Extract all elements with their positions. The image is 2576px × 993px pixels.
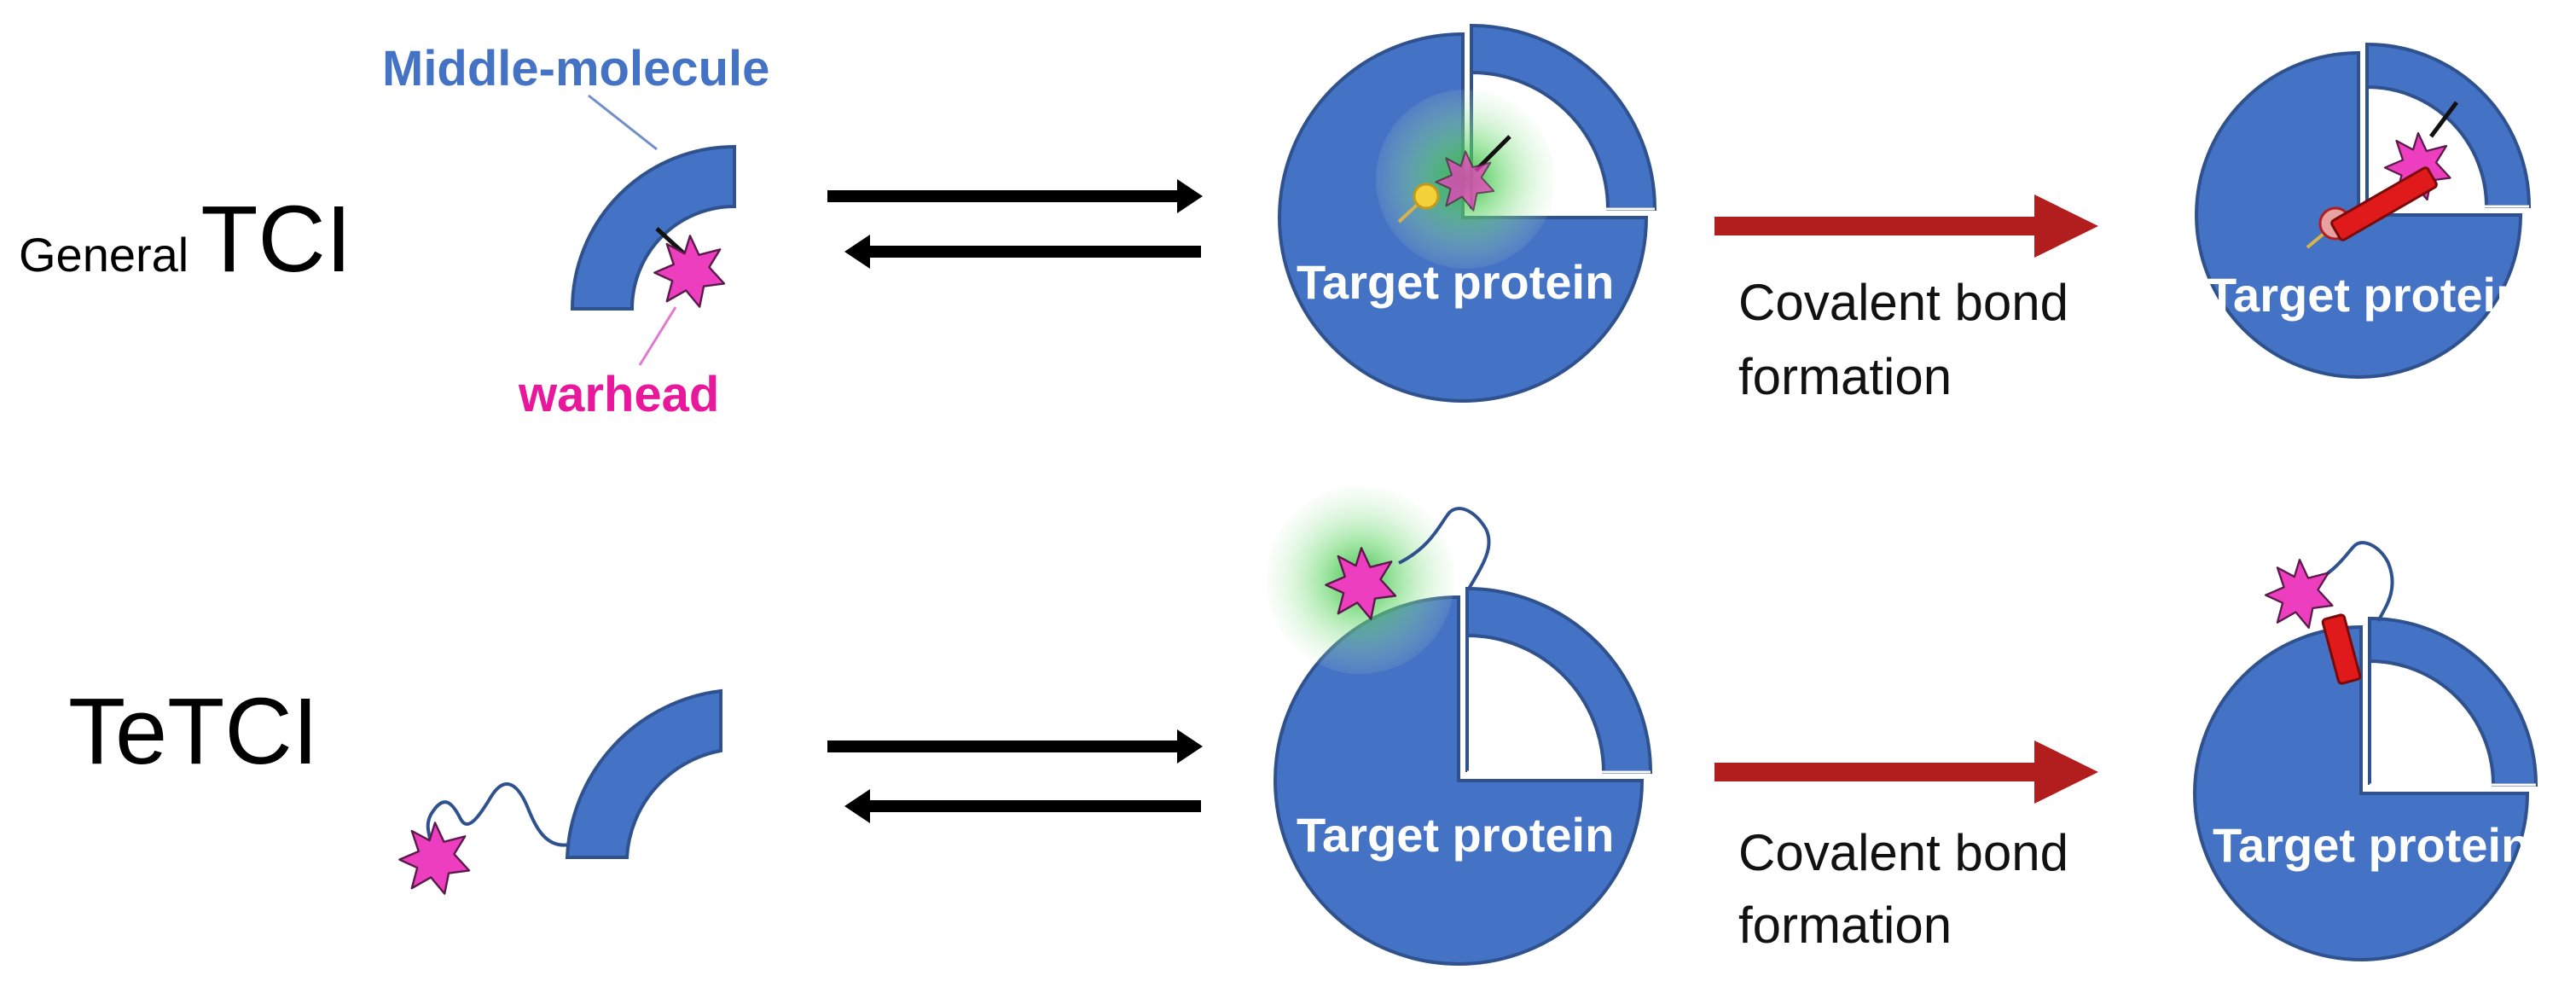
warhead-star-icon	[398, 822, 471, 895]
target-protein-label: Target protein	[1297, 255, 1614, 309]
target-protein-body	[1278, 32, 1649, 403]
target-protein-complex-3: Target protein	[1267, 486, 1653, 966]
flexible-linker-icon	[1398, 507, 1491, 590]
tci-text: TCI	[200, 187, 351, 292]
flexible-linker-icon	[425, 782, 571, 855]
general-prefix: General	[19, 228, 189, 282]
flexible-linker-icon	[2302, 541, 2394, 622]
warhead-star-icon	[2264, 558, 2334, 630]
covalent-label-line1: Covalent bond	[1738, 824, 2068, 881]
equilibrium-arrows-icon	[827, 729, 1203, 823]
target-protein-complex-2: Target protein	[2195, 42, 2532, 379]
covalent-bond-icon	[2330, 166, 2438, 241]
middle-molecule-pointer	[588, 94, 658, 151]
protein-pocket-arc	[1465, 586, 1653, 774]
target-protein-label: Target protein	[2213, 818, 2530, 872]
target-protein-label: Target protein	[1297, 808, 1614, 862]
warhead-star-icon	[653, 235, 726, 308]
tetci-label: TeTCI	[68, 679, 318, 784]
covalent-reaction-arrow-icon	[1714, 195, 2098, 258]
target-protein-body	[2193, 624, 2530, 961]
covalent-reaction-arrow-icon	[1714, 740, 2098, 804]
target-protein-complex-4: Target protein	[2193, 541, 2538, 961]
covalent-bond-icon	[2321, 613, 2362, 685]
target-protein-label: Target protein	[2208, 268, 2525, 322]
equilibrium-arrows-icon	[827, 179, 1203, 269]
target-protein-complex-1: Target protein	[1278, 23, 1657, 403]
protein-pocket-arc	[2365, 42, 2532, 208]
warhead-pointer	[638, 306, 677, 366]
covalent-label-line1: Covalent bond	[1738, 274, 2068, 331]
protein-pocket-arc	[1470, 23, 1657, 211]
middle-molecule-label: Middle-molecule	[382, 41, 769, 96]
covalent-label-line2: formation	[1738, 348, 1952, 405]
warhead-label: warhead	[518, 367, 719, 422]
middle-molecule-arc	[565, 688, 722, 859]
protein-pocket-arc	[2368, 616, 2538, 787]
middle-molecule-arc	[570, 144, 736, 311]
covalent-label-line2: formation	[1738, 897, 1952, 954]
reactive-residue-icon	[1413, 183, 1440, 210]
